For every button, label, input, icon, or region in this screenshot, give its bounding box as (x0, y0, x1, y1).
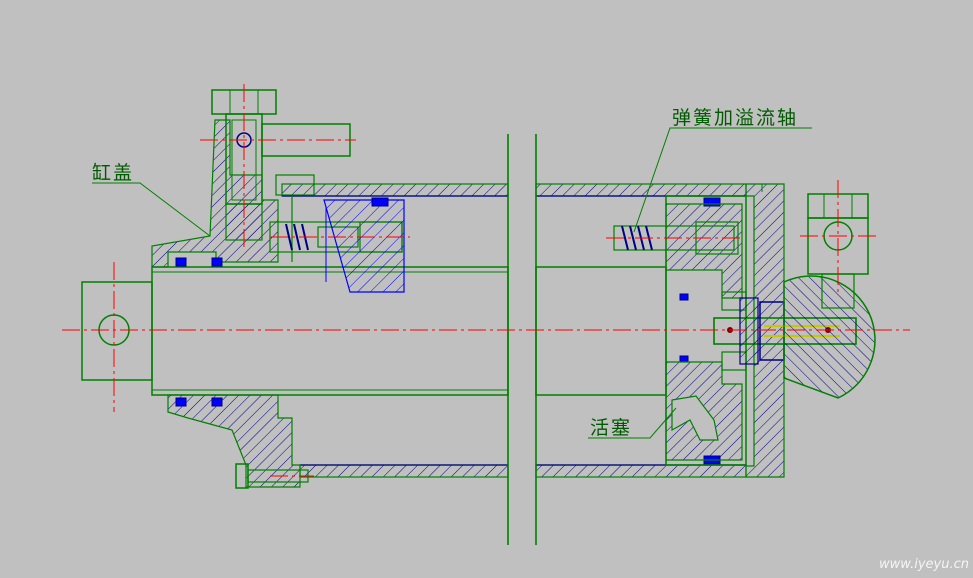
center-lines (62, 84, 910, 477)
piston-rod (151, 266, 667, 396)
leader-lines (92, 127, 812, 439)
label-spring-relief-shaft: 弹簧加溢流轴 (672, 107, 799, 129)
rear-clevis (783, 193, 876, 399)
break-lines (507, 134, 537, 545)
cylinder-cover (151, 119, 315, 488)
label-cylinder-cover: 缸盖 (92, 162, 135, 184)
label-piston: 活塞 (590, 417, 633, 439)
rod-end-eye (81, 281, 153, 381)
watermark: www.iyeyu.cn (879, 557, 969, 572)
valve-spool-left (269, 199, 405, 293)
